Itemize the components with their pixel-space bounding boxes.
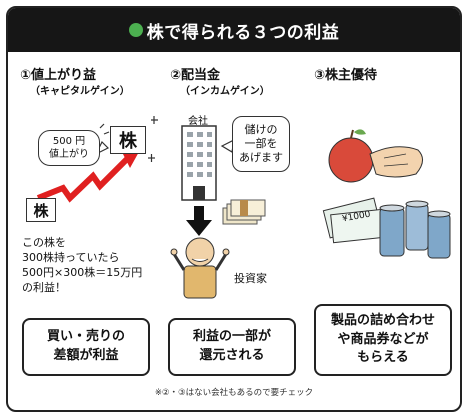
info-panel: 株で得られる３つの利益 ①値上がり益 （キャピタルゲイン） ②配当金 （インカム… <box>6 6 462 412</box>
dividend-bubble: 儲けの 一部を あげます <box>232 116 290 172</box>
sparkle-icon <box>99 116 158 162</box>
heading-shareholder-benefit: ③株主優待 <box>314 68 378 83</box>
footnote: ※②・③はない会社もあるので要チェック <box>154 388 314 398</box>
kabu-flag-top: 株 <box>110 126 146 154</box>
green-dot-icon <box>128 23 143 37</box>
canned-goods-icon <box>379 200 451 259</box>
company-building-icon <box>181 125 217 201</box>
company-label: 会社 <box>188 116 208 127</box>
title-bar: 株で得られる３つの利益 <box>8 8 460 52</box>
dividend-summary: 利益の一部が 還元される <box>168 318 296 376</box>
subheading-dividend: （インカムゲイン） <box>180 86 270 97</box>
subheading-capital-gain: （キャピタルゲイン） <box>30 86 130 97</box>
shareholder-benefit-summary: 製品の詰め合わせ や商品券などが もらえる <box>314 304 452 376</box>
panel-title: 株で得られる３つの利益 <box>146 22 340 43</box>
capital-gain-summary: 買い・売りの 差額が利益 <box>22 318 150 376</box>
hand-icon <box>369 146 423 178</box>
money-stack-icon <box>222 199 266 225</box>
price-rise-bubble: 500 円 値上がり <box>38 130 100 166</box>
capital-gain-example: この株を 300株持っていたら 500円×300株＝15万円 の利益！ <box>22 236 143 294</box>
heading-capital-gain: ①値上がり益 <box>20 68 97 83</box>
apple-icon <box>328 129 374 183</box>
gift-voucher-icon <box>322 197 386 244</box>
investor-icon <box>170 237 230 299</box>
down-arrow-icon <box>186 206 212 236</box>
heading-dividend: ②配当金 <box>170 68 221 83</box>
investor-label: 投資家 <box>234 272 267 285</box>
kabu-flag-bottom: 株 <box>26 198 56 222</box>
